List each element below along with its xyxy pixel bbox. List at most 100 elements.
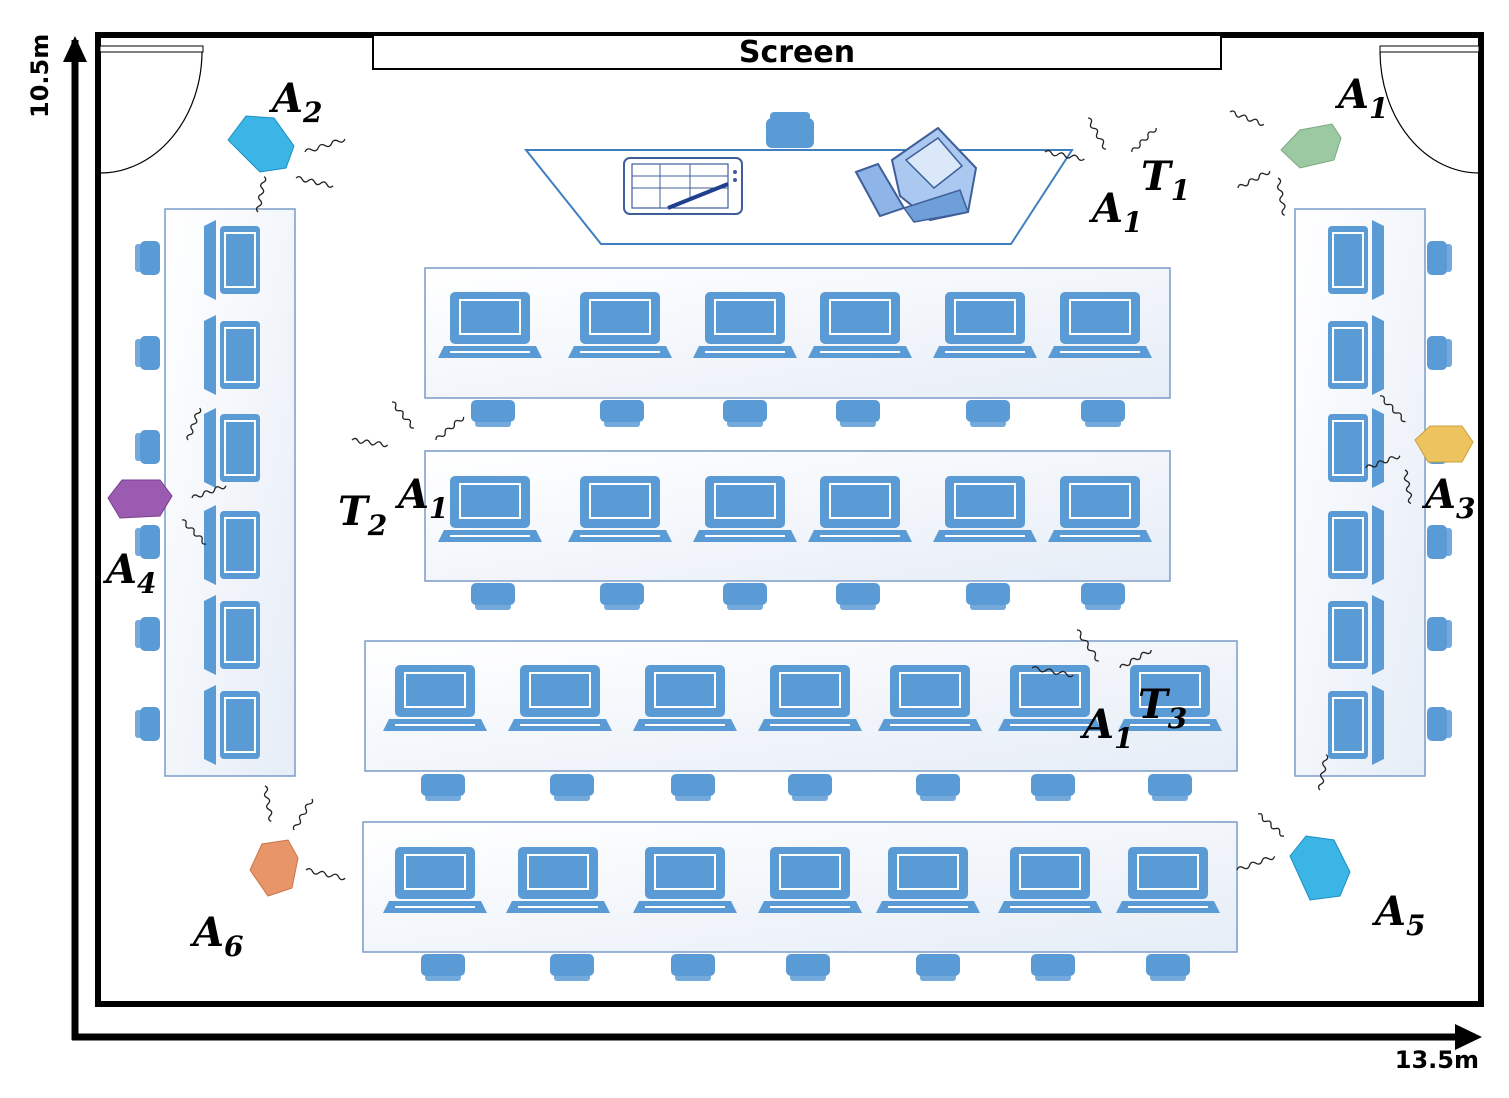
laptop-icon (1116, 847, 1220, 913)
chair-icon (916, 774, 960, 801)
anchor-a4-label: A4 (102, 546, 157, 600)
laptop-icon (438, 292, 542, 358)
laptop-icon (998, 847, 1102, 913)
chair-icon (471, 400, 515, 427)
anchor-a2-label: A2 (268, 75, 323, 129)
laptop-icon (633, 847, 737, 913)
signal-wave (1044, 149, 1085, 162)
chair-icon (836, 400, 880, 427)
signal-wave (1031, 665, 1074, 678)
signal-wave (1379, 395, 1406, 423)
door-right (1379, 45, 1480, 174)
laptop-icon (876, 847, 980, 913)
height-dimension-label: 10.5m (26, 34, 54, 118)
tag-t3-label: T3 (1138, 681, 1187, 735)
laptop-icon (998, 665, 1102, 731)
signal-wave (435, 416, 465, 441)
signal-wave (1277, 177, 1286, 216)
signal-wave (295, 176, 334, 188)
laptop-icon (1328, 408, 1384, 488)
signal-wave (292, 798, 314, 831)
laptop-icon (204, 220, 260, 300)
signal-wave (351, 437, 389, 448)
projection-screen (372, 34, 1222, 70)
chair-icon (786, 954, 830, 981)
anchor-a5-beacon (1289, 835, 1351, 901)
chair-icon (671, 954, 715, 981)
signal-wave (181, 519, 207, 545)
laptop-icon (633, 665, 737, 731)
anchor-a4-beacon (107, 479, 173, 519)
chair-icon (135, 707, 160, 741)
signal-wave (1257, 813, 1285, 837)
laptop-icon (1048, 292, 1152, 358)
laptop-icon (508, 665, 612, 731)
anchor-a2-beacon (227, 115, 295, 173)
chair-icon (1031, 954, 1075, 981)
laptop-icon (1328, 595, 1384, 675)
laptop-icon (933, 476, 1037, 542)
chair-icon (966, 583, 1010, 610)
signal-wave (191, 485, 227, 499)
signal-wave (391, 401, 414, 429)
tag-t2-label: T2 (338, 488, 387, 542)
signal-wave (1236, 856, 1276, 871)
chair-icon (1427, 336, 1452, 370)
laptop-icon (383, 665, 487, 731)
chair-icon (788, 774, 832, 801)
chair-icon (550, 954, 594, 981)
teacher-chair (766, 112, 814, 148)
signal-wave (1087, 117, 1107, 150)
signal-wave (304, 138, 346, 153)
chair-icon (1146, 954, 1190, 981)
signal-wave (263, 785, 273, 823)
signal-wave (305, 868, 346, 881)
chair-icon (550, 774, 594, 801)
anchor-a3-beacon (1414, 425, 1474, 463)
tablet-icon (623, 157, 743, 215)
laptop-icon (808, 292, 912, 358)
chair-icon (135, 525, 160, 559)
chair-icon (135, 241, 160, 275)
signal-wave (1076, 629, 1099, 662)
chair-icon (600, 400, 644, 427)
laptop-icon (506, 847, 610, 913)
door-left (99, 45, 204, 174)
axes (63, 36, 1482, 1050)
tag-t2-anchor-label: A1 (394, 471, 449, 525)
laptop-icon (1048, 476, 1152, 542)
chair-icon (471, 583, 515, 610)
laptop-icon (1328, 315, 1384, 395)
anchor-a1-beacon (1280, 123, 1342, 169)
anchor-a6-beacon (249, 839, 299, 897)
chair-icon (1427, 525, 1452, 559)
chair-icon (1148, 774, 1192, 801)
signal-waves (181, 110, 1413, 881)
laptop-icon (758, 665, 862, 731)
desk-left (164, 208, 296, 777)
laptop-icon (568, 476, 672, 542)
chair-icon (1427, 617, 1452, 651)
signal-wave (1403, 469, 1413, 505)
laptop-icon (383, 847, 487, 913)
signal-wave (1131, 127, 1157, 153)
chair-icon (723, 400, 767, 427)
chair-icon (966, 400, 1010, 427)
teacher-podium (523, 149, 1074, 245)
laptop-icon (693, 292, 797, 358)
anchor-beacons (107, 115, 1474, 901)
desk-right (1294, 208, 1426, 777)
laptop-icon (1328, 220, 1384, 300)
desk-row-1 (424, 267, 1171, 399)
laptop-icon (438, 476, 542, 542)
chair-icon (1081, 583, 1125, 610)
signal-wave (186, 407, 202, 441)
tag-t1-label: T1 (1141, 153, 1190, 207)
anchor-a3-label: A3 (1421, 471, 1476, 525)
chair-icon (671, 774, 715, 801)
signal-wave (1119, 649, 1152, 669)
laptops (204, 220, 1384, 913)
screen-label: Screen (739, 35, 855, 70)
chairs (135, 241, 1452, 981)
